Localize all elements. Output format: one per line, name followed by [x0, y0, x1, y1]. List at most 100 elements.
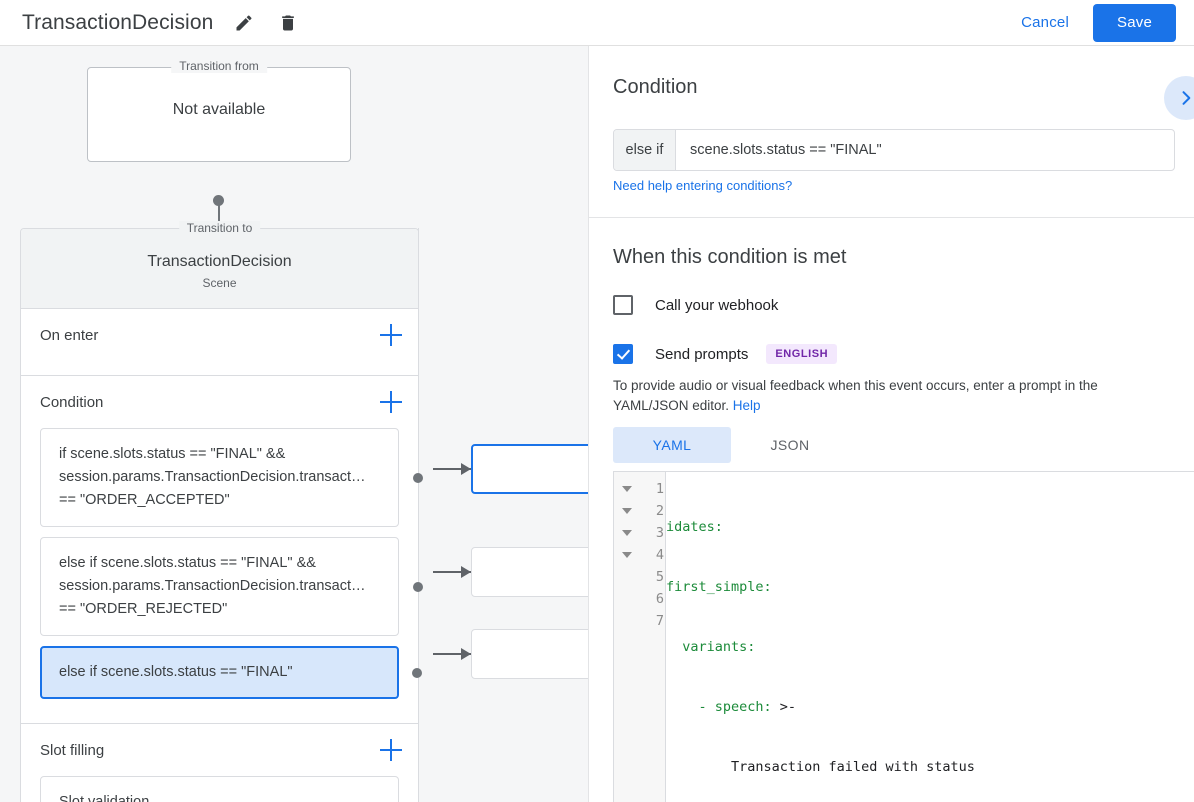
section-title-slot-filling: Slot filling — [40, 741, 105, 759]
condition-panel-title: Condition — [613, 76, 698, 98]
transition-from-card[interactable]: Transition from Not available — [87, 59, 351, 162]
condition-output-dot — [413, 472, 423, 483]
transition-from-value: Not available — [172, 101, 266, 118]
editor-line-numbers: 1 2 3 4 5 6 7 — [640, 472, 666, 802]
call-webhook-checkbox[interactable] — [613, 295, 633, 315]
line-number: 6 — [655, 591, 664, 607]
transition-target-box-1[interactable] — [471, 444, 588, 494]
yaml-key: first_simple: — [666, 579, 772, 595]
transition-target-box-3[interactable] — [471, 629, 588, 679]
section-title-on-enter: On enter — [40, 326, 99, 344]
chevron-down-icon — [622, 530, 632, 536]
when-condition-met-title: When this condition is met — [613, 246, 847, 268]
pencil-icon[interactable] — [231, 10, 257, 36]
yaml-value: >- — [771, 699, 797, 715]
section-divider — [589, 217, 1194, 218]
transition-to-header[interactable]: Transition to TransactionDecision Scene — [21, 221, 418, 309]
condition-card-text: else if scene.slots.status == "FINAL" — [59, 664, 293, 680]
edge-line-2 — [433, 571, 471, 573]
section-slot-filling: Slot filling Slot validation — [21, 724, 418, 802]
condition-header: Condition else if Need help entering con… — [589, 46, 1194, 200]
editor-format-tabs: YAML JSON — [613, 427, 849, 463]
condition-output-dot — [413, 581, 423, 592]
slot-validation-card[interactable]: Slot validation — [40, 776, 399, 802]
pane-divider — [588, 46, 589, 802]
code-line: - speech: >- — [666, 696, 1194, 718]
condition-output-dot — [412, 667, 422, 678]
yaml-key: idates: — [666, 519, 723, 535]
call-webhook-row[interactable]: Call your webhook — [613, 295, 778, 315]
condition-card-text: if scene.slots.status == "FINAL" && sess… — [59, 446, 366, 508]
line-number: 5 — [655, 569, 664, 585]
condition-input-group: else if — [613, 129, 1175, 171]
fold-toggle-2[interactable] — [614, 500, 640, 522]
line-number: 1 — [655, 481, 664, 497]
chevron-down-icon — [622, 552, 632, 558]
scene-name: TransactionDecision — [147, 253, 292, 270]
condition-card-3[interactable]: else if scene.slots.status == "FINAL" — [40, 646, 422, 699]
language-badge: ENGLISH — [766, 344, 838, 364]
yaml-value: Transaction failed with status — [666, 759, 975, 775]
fold-toggle-4[interactable] — [614, 544, 640, 566]
code-line: variants: — [666, 636, 1194, 658]
connector-dot — [213, 195, 224, 206]
section-on-enter: On enter — [21, 309, 418, 376]
scene-card: Transition to TransactionDecision Scene … — [20, 221, 423, 802]
prompts-help-text: To provide audio or visual feedback when… — [613, 376, 1173, 416]
scene-subtitle: Scene — [202, 276, 237, 290]
tab-yaml[interactable]: YAML — [613, 427, 731, 463]
page-title: TransactionDecision — [22, 10, 214, 34]
condition-card-1[interactable]: if scene.slots.status == "FINAL" && sess… — [40, 428, 423, 527]
condition-card-2[interactable]: else if scene.slots.status == "FINAL" &&… — [40, 537, 423, 636]
fold-toggle-6 — [614, 588, 640, 610]
fold-toggle-5 — [614, 566, 640, 588]
code-line: idates: — [666, 516, 1194, 538]
fold-toggle-1[interactable] — [614, 478, 640, 500]
prompts-help-link[interactable]: Help — [732, 398, 761, 413]
chevron-down-icon — [622, 486, 632, 492]
fold-toggle-3[interactable] — [614, 522, 640, 544]
condition-prefix-label: else if — [614, 130, 676, 170]
transition-from-legend: Transition from — [171, 59, 267, 73]
edge-arrow-icon-2 — [461, 566, 471, 578]
send-prompts-row[interactable]: Send prompts ENGLISH — [613, 344, 838, 364]
chevron-right-icon[interactable] — [1164, 76, 1194, 120]
cancel-button[interactable]: Cancel — [1007, 6, 1083, 39]
top-app-bar: TransactionDecision Cancel Save — [0, 0, 1194, 46]
section-header: Slot filling — [21, 724, 418, 776]
section-header: Condition — [21, 376, 418, 428]
section-header: On enter — [21, 309, 418, 361]
section-title-condition: Condition — [40, 393, 104, 411]
edge-line-1 — [433, 468, 471, 470]
yaml-editor[interactable]: 1 2 3 4 5 6 7 idates: first_simple: vari… — [613, 471, 1194, 802]
slot-validation-text: Slot validation — [59, 794, 150, 802]
tab-json[interactable]: JSON — [770, 437, 810, 453]
save-button[interactable]: Save — [1093, 3, 1176, 42]
condition-detail-pane: Condition else if Need help entering con… — [589, 46, 1194, 802]
yaml-key: variants: — [666, 639, 756, 655]
add-on-enter-button[interactable] — [380, 324, 402, 346]
call-webhook-label: Call your webhook — [655, 296, 779, 314]
edge-line-3 — [433, 653, 471, 655]
fold-toggle-7 — [614, 610, 640, 632]
yaml-key: - speech: — [666, 699, 772, 715]
add-condition-button[interactable] — [380, 391, 402, 413]
transition-to-legend: Transition to — [178, 221, 261, 235]
condition-expression-input[interactable] — [676, 130, 1174, 170]
send-prompts-checkbox[interactable] — [613, 344, 633, 364]
code-line: first_simple: — [666, 576, 1194, 598]
add-slot-filling-button[interactable] — [380, 739, 402, 761]
section-condition: Condition if scene.slots.status == "FINA… — [21, 376, 423, 724]
line-number: 4 — [655, 547, 664, 563]
condition-help-link[interactable]: Need help entering conditions? — [613, 178, 793, 193]
editor-fold-gutter — [614, 472, 640, 802]
code-line: Transaction failed with status — [666, 756, 1194, 778]
send-prompts-label: Send prompts — [655, 345, 749, 363]
line-number: 7 — [655, 613, 664, 629]
transition-target-box-2[interactable] — [471, 547, 588, 597]
trash-icon[interactable] — [275, 10, 301, 36]
condition-card-text: else if scene.slots.status == "FINAL" &&… — [59, 555, 366, 617]
edge-arrow-icon-3 — [461, 648, 471, 660]
scene-graph-pane: Transition from Not available Transition… — [0, 46, 588, 802]
editor-code-area[interactable]: idates: first_simple: variants: - speech… — [666, 472, 1194, 802]
